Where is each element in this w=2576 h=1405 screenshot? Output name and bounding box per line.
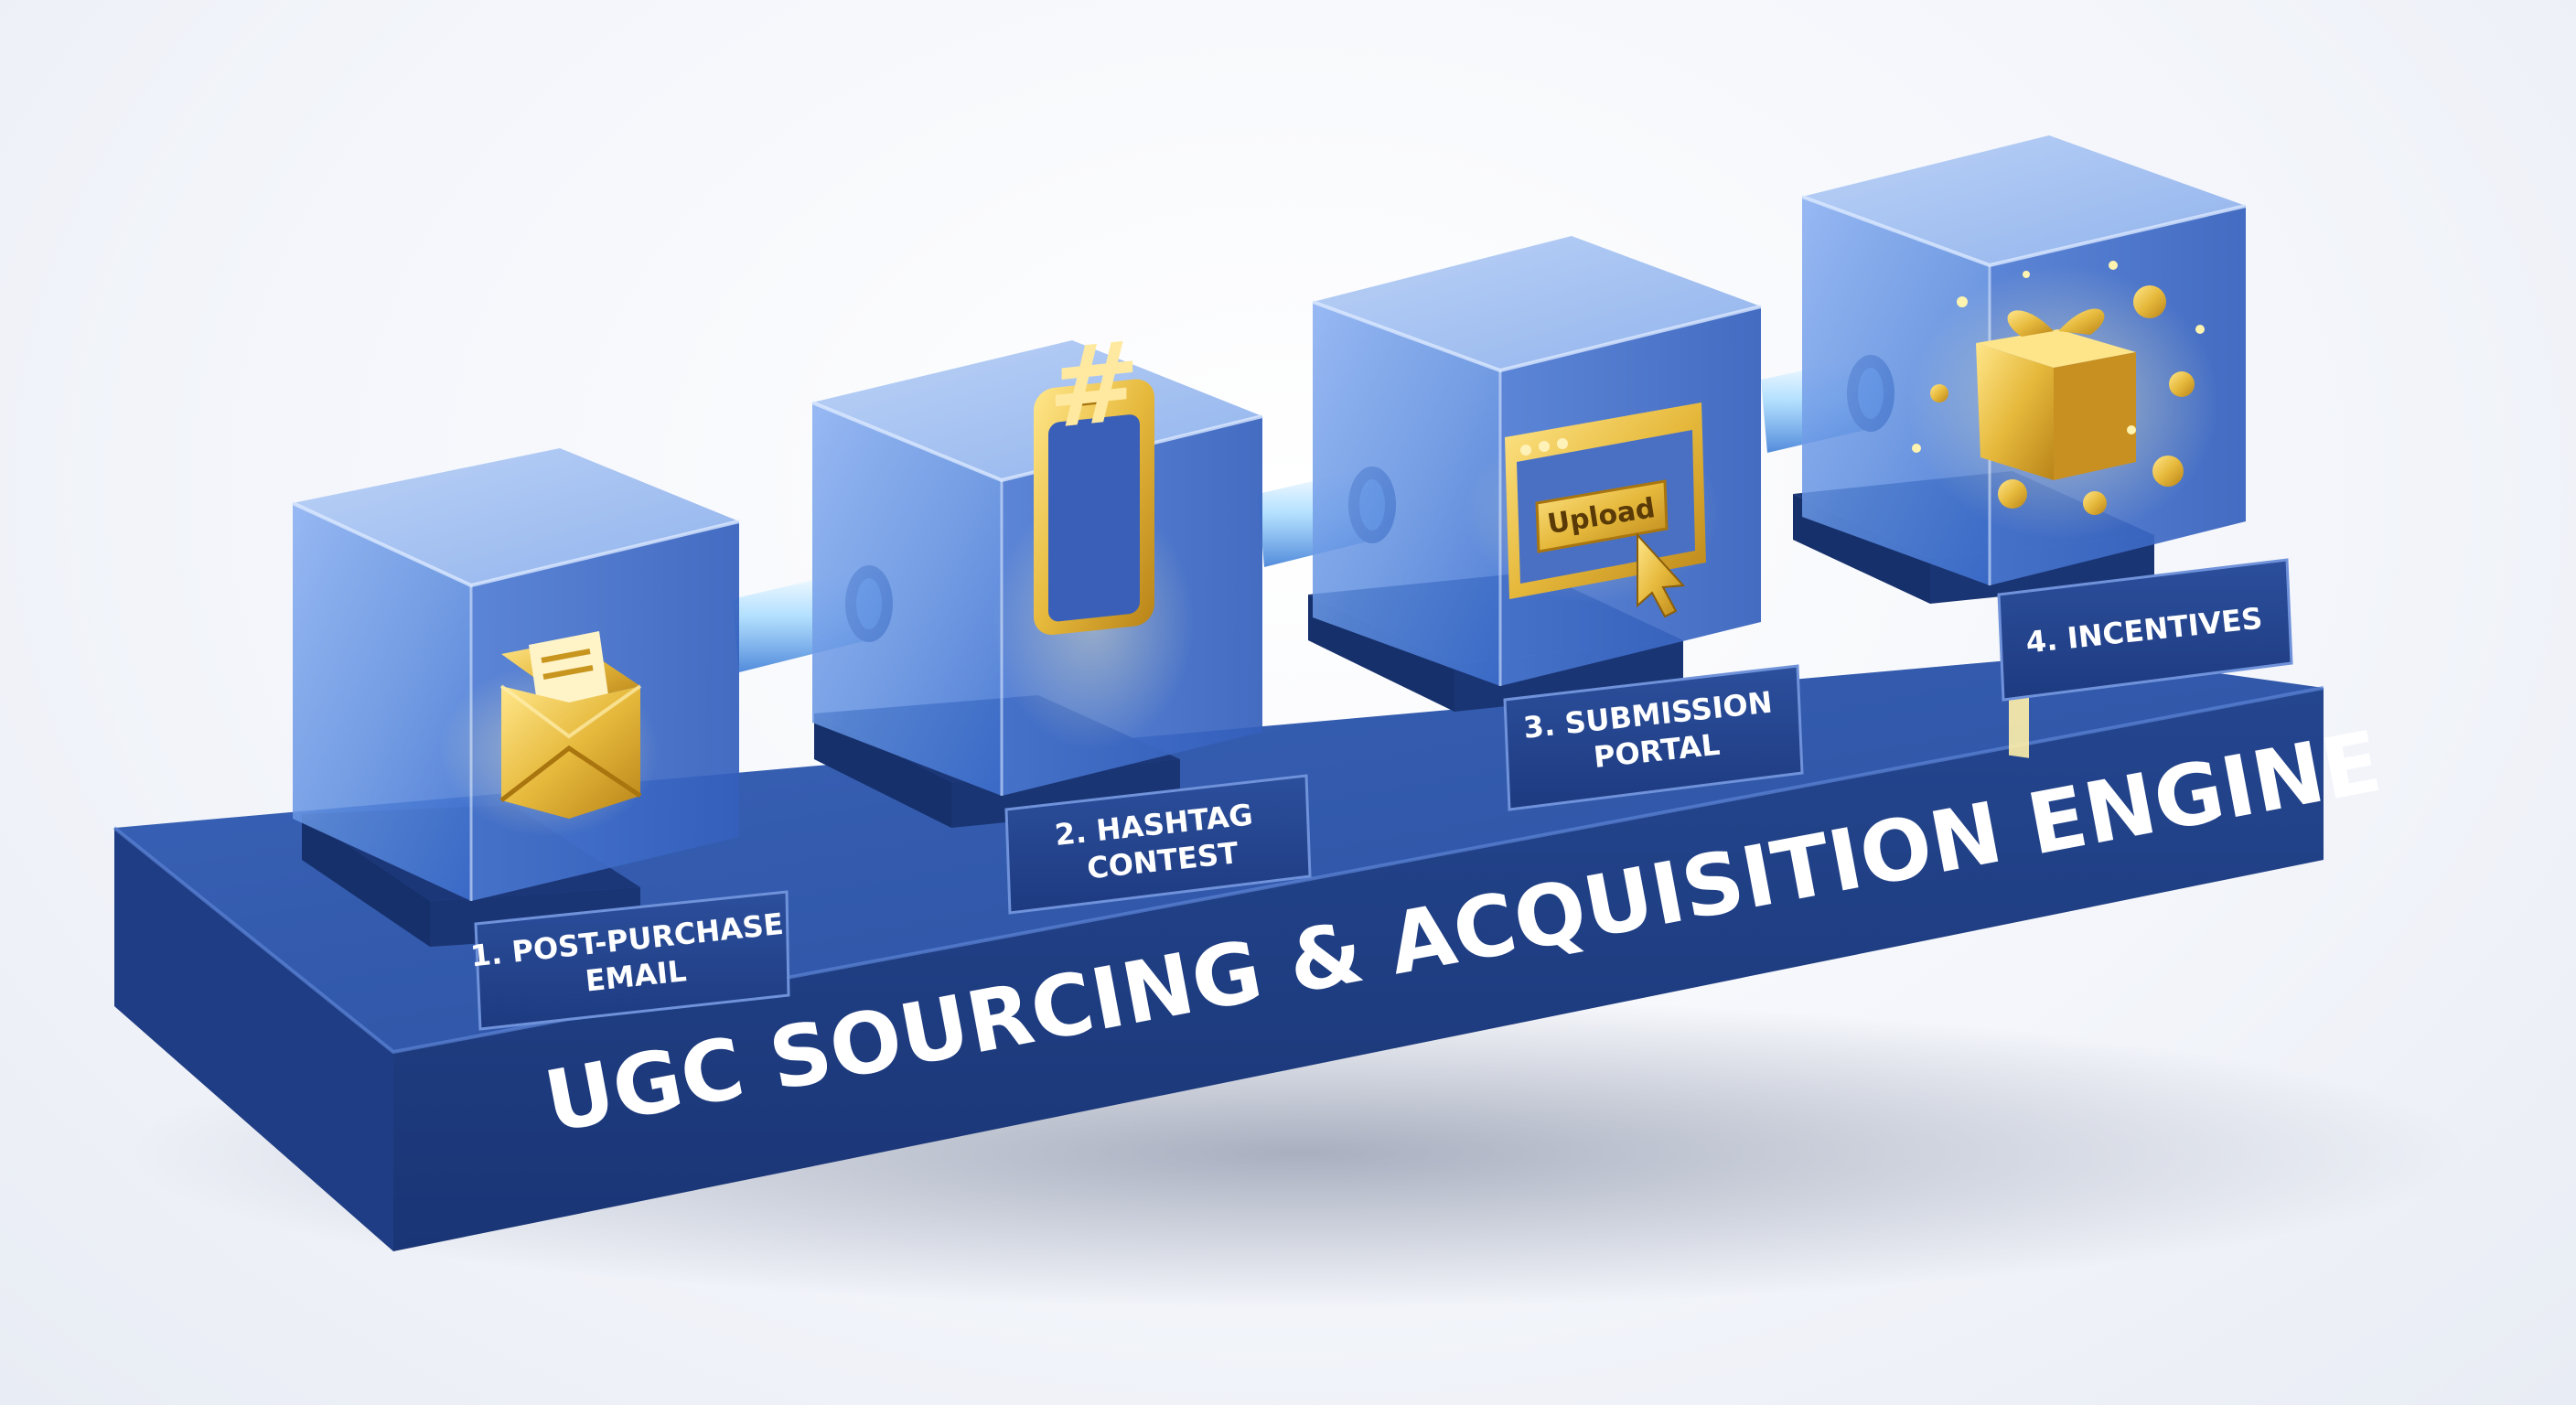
- upload-window-icon: Upload: [1464, 402, 1720, 618]
- stage-4-label-plaque: 4. INCENTIVES: [1997, 558, 2293, 702]
- stage-3-label-plaque: 3. SUBMISSION PORTAL: [1503, 664, 1804, 811]
- stage-4[interactable]: 4. INCENTIVES: [1793, 135, 2293, 758]
- stage-3[interactable]: Upload 3. SUBMISSION PORTAL: [1308, 236, 1804, 811]
- hashtag-phone-icon: #: [993, 316, 1194, 750]
- stage-2[interactable]: # 2. HASHTAG CONTEST: [811, 316, 1312, 915]
- gift-coins-icon: [1907, 261, 2218, 758]
- svg-text:#: #: [1048, 316, 1141, 454]
- stage-1[interactable]: 1. POST-PURCHASE EMAIL: [292, 448, 799, 1031]
- envelope-icon: [439, 631, 659, 837]
- stage-2-label-plaque: 2. HASHTAG CONTEST: [1004, 774, 1312, 915]
- stage-1-label-plaque: 1. POST-PURCHASE EMAIL: [468, 890, 790, 1031]
